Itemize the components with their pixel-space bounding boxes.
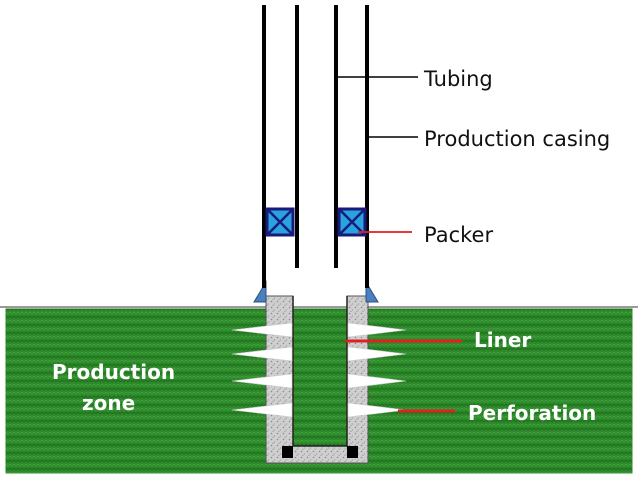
production-zone-label-line1: Production: [52, 360, 175, 384]
packer-right: [337, 207, 367, 237]
perforations-left: [231, 322, 293, 418]
liner-shoe-left: [282, 446, 293, 458]
perforations-right: [347, 322, 407, 418]
liner-shoe-right: [347, 446, 358, 458]
perforation-label: Perforation: [468, 401, 596, 425]
liner-label: Liner: [474, 328, 531, 352]
packer-left: [265, 207, 295, 237]
packer-label: Packer: [424, 223, 493, 247]
production-casing-label: Production casing: [424, 127, 610, 151]
tubing-label: Tubing: [423, 67, 493, 91]
production-zone-label-line2: zone: [82, 391, 135, 415]
